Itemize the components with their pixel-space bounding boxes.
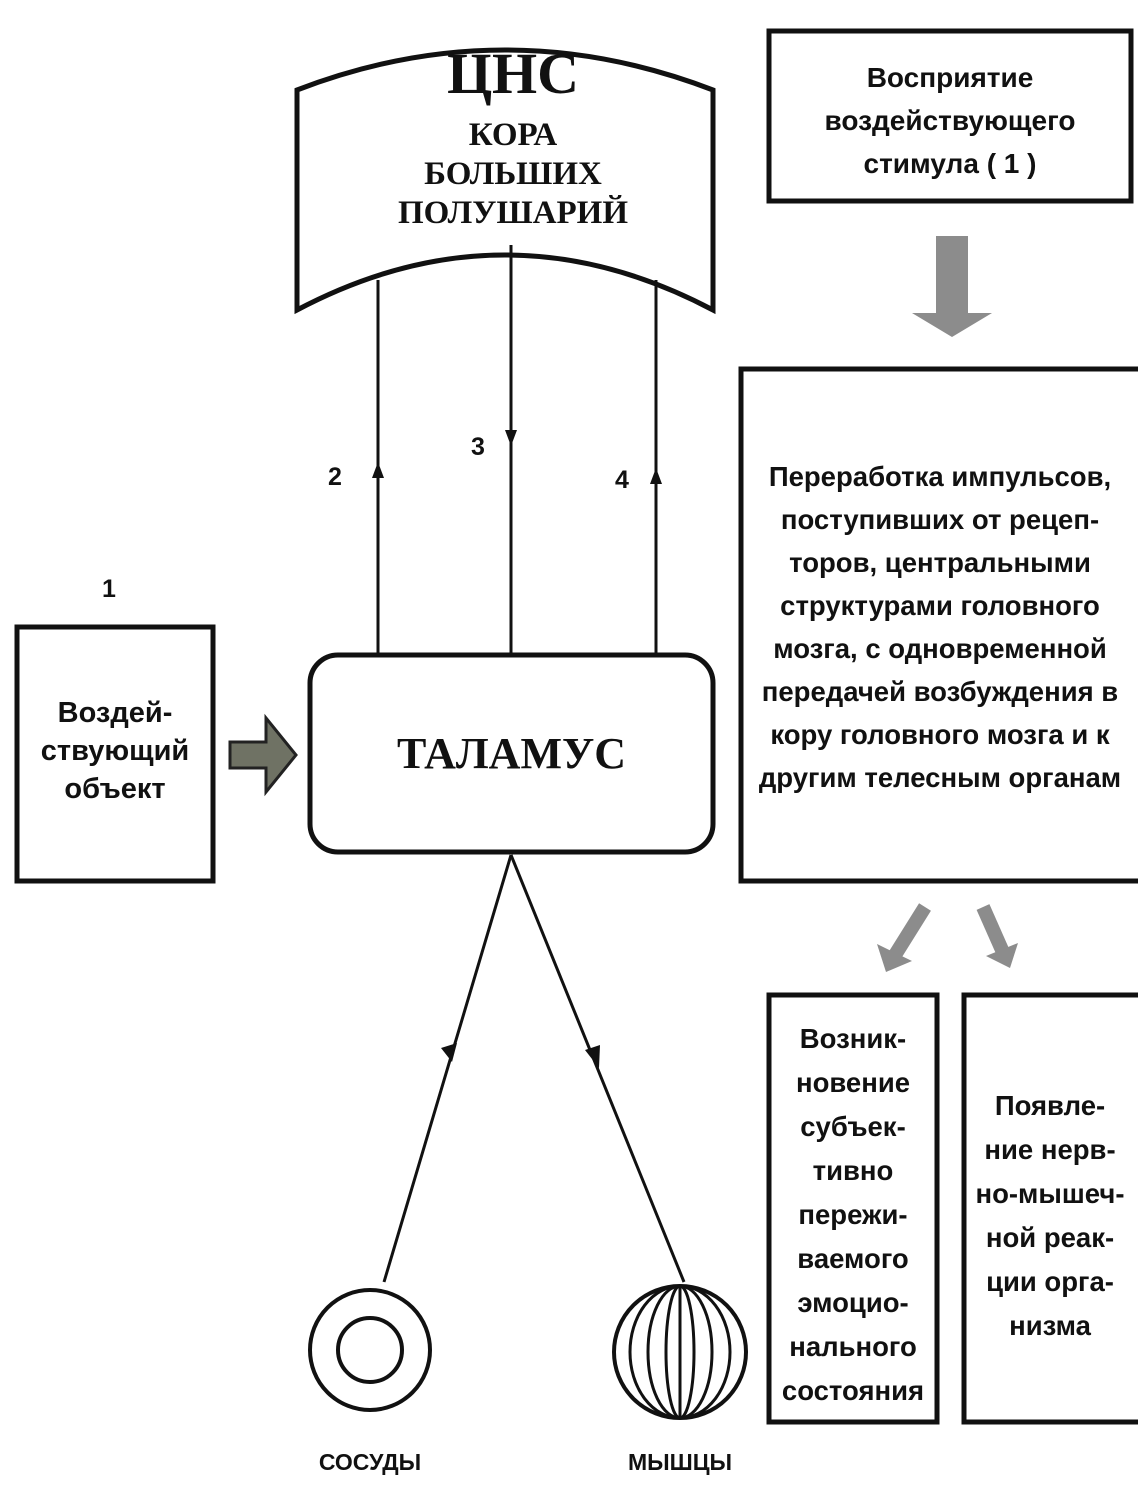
perception-to-processing-arrow <box>912 236 992 337</box>
emotion-text: Возник- новение субъек- тивно пережи- ва… <box>781 1023 925 1406</box>
emotion-box <box>766 992 940 1425</box>
pathway-4-arrowhead <box>650 468 662 484</box>
cns-cortex-shape <box>294 47 716 315</box>
processing-box <box>738 366 1138 884</box>
vessels-arrowhead <box>441 1043 457 1062</box>
processing-to-emotion-arrow <box>877 903 931 972</box>
object-to-thalamus-arrow <box>228 713 298 797</box>
processing-text: Переработка импульсов, поступивших от ре… <box>758 461 1122 793</box>
vessels-icon <box>308 1288 432 1412</box>
pathway-3-arrowhead <box>505 430 517 446</box>
object-label: Воздей- ствующий объект <box>40 697 190 805</box>
pathway-3-label: 3 <box>471 433 485 461</box>
reaction-box <box>961 992 1138 1425</box>
perception-box <box>766 28 1134 204</box>
muscles-icon <box>612 1284 748 1420</box>
thalamus-to-vessels-line <box>382 854 513 1283</box>
cns-subtitle: КОРА БОЛЬШИХ ПОЛУШАРИЙ <box>397 117 629 231</box>
pathway-2-arrowhead <box>372 462 384 478</box>
vessels-label: СОСУДЫ <box>318 1449 422 1475</box>
pathway-4-label: 4 <box>615 466 629 494</box>
pathway-2-label: 2 <box>328 463 342 491</box>
thalamus-label: ТАЛАМУС <box>396 729 627 778</box>
object-number: 1 <box>102 575 116 603</box>
muscles-label: МЫШЦЫ <box>627 1449 733 1475</box>
cns-title: ЦНС <box>446 41 580 106</box>
perception-text: Восприятие воздействующего стимула ( 1 ) <box>824 62 1076 179</box>
reaction-text: Появле- ние нерв- но-мышеч- ной реак- ци… <box>975 1090 1125 1341</box>
object-box <box>14 624 216 884</box>
thalamus-to-muscles-line <box>509 854 686 1283</box>
muscles-arrowhead <box>585 1045 600 1068</box>
processing-to-reaction-arrow <box>976 904 1018 968</box>
